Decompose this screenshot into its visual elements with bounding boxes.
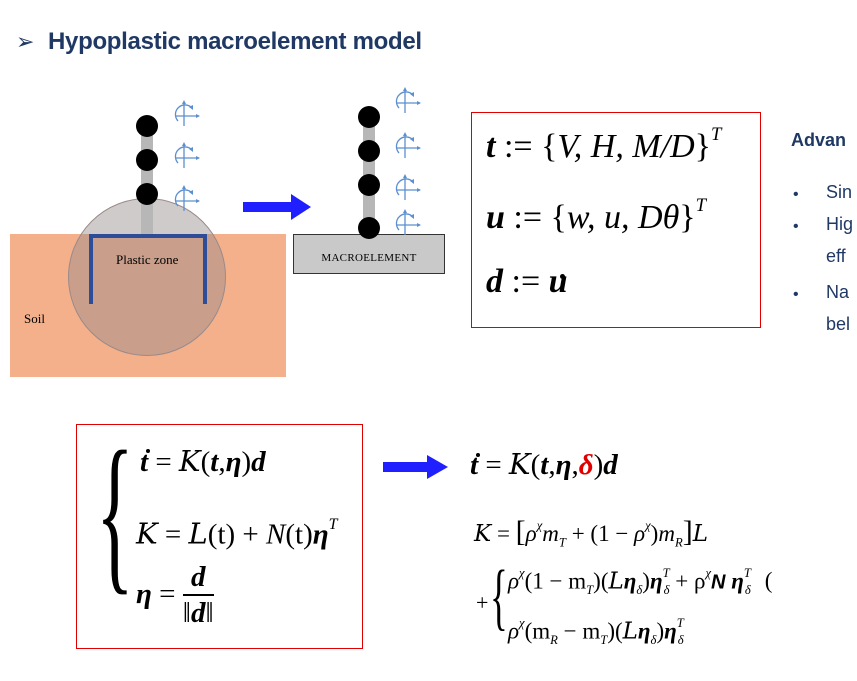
eta-equation: η = d‖d‖ — [136, 561, 214, 629]
bullet-dot: • — [793, 186, 799, 203]
hypoplastic-system-box — [76, 424, 363, 649]
lumped-mass — [136, 149, 158, 171]
case-brace: { — [490, 556, 508, 638]
lumped-mass — [136, 115, 158, 137]
correction-term-1: ρχ(1 − mT)(Lηδ)ηTδ + ρχN ηTδ( — [508, 566, 773, 597]
rate-equation: t = K(t,η)d — [140, 444, 266, 478]
definitions-box — [471, 112, 761, 328]
right-arrow-icon — [383, 455, 448, 479]
caisson-skirt-right — [203, 234, 207, 304]
tower-pole — [363, 110, 375, 234]
u-definition: u := {w, u, Dθ}T — [486, 195, 707, 236]
stiffness-definition: K = [ρχmT + (1 − ρχ)mR]L — [474, 515, 708, 550]
advantage-item-cont: bel — [826, 314, 851, 334]
advantage-item: Sin — [826, 182, 853, 202]
bullet-dot: • — [793, 286, 799, 303]
advantage-item: Hig — [826, 214, 854, 234]
advantages-title: Advan — [791, 130, 847, 150]
lumped-mass — [358, 106, 380, 128]
plastic-zone-label: Plastic zone — [116, 252, 179, 267]
lumped-mass — [136, 183, 158, 205]
lumped-mass — [358, 140, 380, 162]
soil-label: Soil — [24, 311, 45, 326]
dof-axes-icon — [172, 184, 202, 214]
advantage-item: Na — [826, 282, 850, 302]
correction-term-2: ρχ(mR − mT)(Lηδ)ηTδ — [508, 616, 684, 647]
lumped-mass — [358, 217, 380, 239]
system-brace: { — [96, 415, 134, 609]
macroelement-box — [293, 234, 445, 274]
dof-axes-icon — [393, 131, 423, 161]
dof-axes-icon — [393, 208, 423, 238]
dof-axes-icon — [393, 86, 423, 116]
u-dot-accent — [560, 274, 565, 279]
dof-axes-icon — [172, 99, 202, 129]
bullet-dot: • — [793, 218, 799, 235]
caisson-lid — [89, 234, 207, 238]
slide-title: Hypoplastic macroelement model — [48, 28, 422, 55]
title-bullet-icon: ➢ — [16, 30, 35, 55]
plus-sign: + — [476, 590, 489, 615]
advantage-item-cont: eff — [826, 246, 846, 266]
t-dot-accent — [146, 449, 150, 453]
extended-rate-equation: t = K(t,η,δ)d — [470, 447, 618, 481]
t-dot-accent — [476, 453, 480, 457]
caisson-skirt-left — [89, 234, 93, 304]
macroelement-label: MACROELEMENT — [321, 252, 417, 264]
d-definition: d := u — [486, 263, 568, 300]
stiffness-equation: K = L(t) + N(t)ηT — [136, 516, 338, 551]
t-definition: t := {V, H, M/D}T — [486, 124, 722, 165]
dof-axes-icon — [393, 173, 423, 203]
dof-axes-icon — [172, 141, 202, 171]
right-arrow-icon — [243, 194, 311, 220]
tower-pole — [141, 120, 153, 234]
lumped-mass — [358, 174, 380, 196]
